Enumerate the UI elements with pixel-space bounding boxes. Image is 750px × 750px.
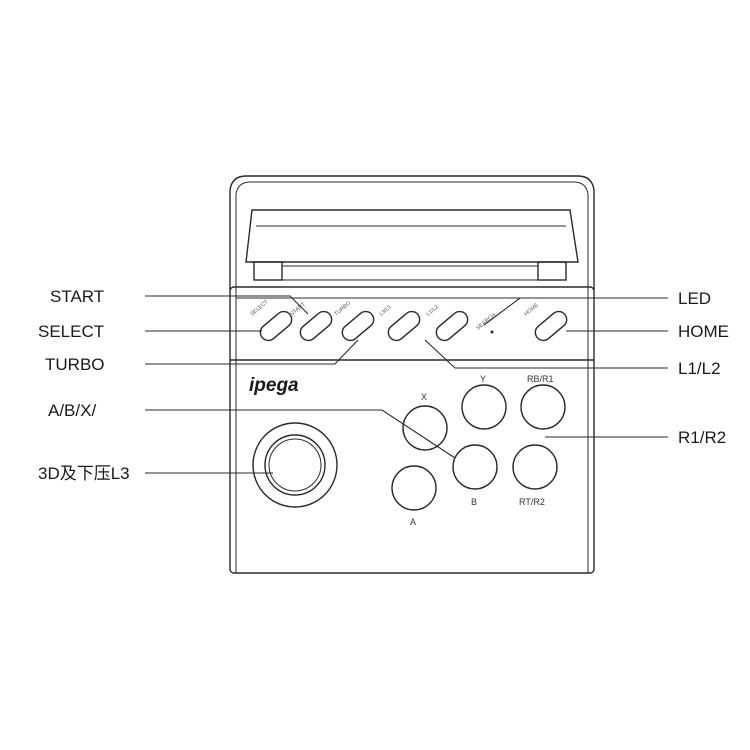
callout-turbo: TURBO [45,355,105,374]
start-button[interactable]: START [289,301,335,343]
select-button-label: SELECT [249,299,270,318]
b-button[interactable] [452,444,498,490]
callout-abx: A/B/X/ [48,401,96,420]
y-button[interactable] [461,384,507,430]
rb-r1-button-label: RB/R1 [527,374,554,384]
joystick[interactable] [252,422,338,508]
x-button-label: X [421,392,427,402]
rt-r2-button-label: RT/R2 [519,497,545,507]
turbo-leader [145,339,359,365]
a-button[interactable] [391,465,437,511]
l1-l2-button[interactable]: L1/L2 [425,304,471,344]
l1-l2-button-label: L1/L2 [425,304,439,317]
right-callouts: LED HOME L1/L2 R1/R2 [678,289,729,447]
b-button-label: B [471,497,477,507]
led-leader [483,297,668,326]
left-callouts: START SELECT TURBO A/B/X/ 3D及下压L3 [38,287,130,483]
abx-leader [145,409,456,459]
rb-r1-button[interactable] [520,384,566,430]
callout-l1l2: L1/L2 [678,359,721,378]
search-label: SEARCH [475,312,496,331]
callout-select: SELECT [38,322,104,341]
x-button[interactable] [402,405,448,451]
y-button-label: Y [480,374,486,384]
select-button[interactable]: SELECT [249,299,295,344]
callout-home: HOME [678,322,729,341]
rt-r2-button[interactable] [512,444,558,490]
l3-l1-button-label: L3/L1 [378,304,392,317]
callout-start: START [50,287,104,306]
callout-led: LED [678,289,711,308]
home-button-label: HOME [523,302,540,317]
leader-lines [145,295,668,474]
led-indicator [490,330,494,334]
l1l2-leader [424,339,668,369]
ipega-logo: ipega [249,375,299,396]
home-button[interactable]: HOME [523,302,570,344]
callout-stick: 3D及下压L3 [38,464,130,483]
l3-l1-button[interactable]: L3/L1 [378,304,423,344]
a-button-label: A [410,517,416,527]
start-leader [145,295,309,315]
callout-r1r2: R1/R2 [678,428,726,447]
face-buttons: X Y RB/R1 A B RT/R2 [391,374,566,527]
controller-body [229,286,595,574]
phone-clamp [229,175,595,290]
small-buttons-row: SELECT START TURBO L3/L1 L1/L2 SEARCH HO… [249,299,570,344]
turbo-button-label: TURBO [333,300,352,317]
turbo-button[interactable]: TURBO [333,300,377,344]
